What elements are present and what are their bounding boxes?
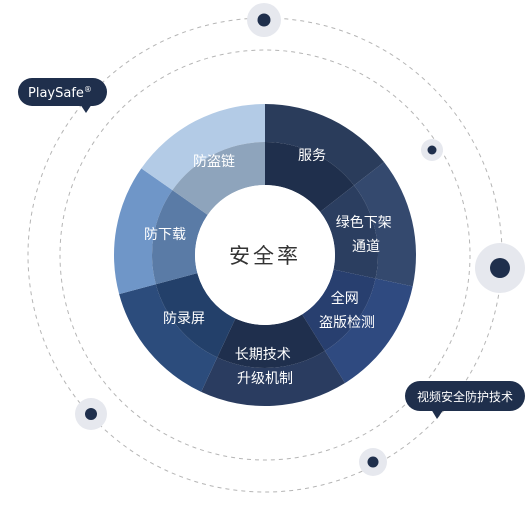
segment-label-fuwu: 服务	[298, 148, 326, 164]
segment-label-fangxia: 防下载	[144, 227, 186, 243]
orbit-node-top	[247, 3, 281, 37]
orbit-nodes	[75, 3, 525, 476]
video-protection-badge-text: 视频安全防护技术	[417, 389, 513, 404]
playsafe-badge-text: PlaySafe	[28, 86, 84, 101]
segment-label-quanwang: 全网 盗版检测	[319, 290, 375, 331]
donut-ring	[114, 104, 417, 407]
segment-inner-fangdao	[172, 142, 265, 215]
orbit-node-right-large	[475, 243, 525, 293]
segment-label-fanglu: 防录屏	[163, 311, 205, 327]
segment-inner-fangxia	[152, 190, 208, 285]
segment-inner-lvse	[320, 185, 378, 279]
center-label: 安全率	[229, 244, 301, 268]
segment-outer-fangdao	[141, 104, 265, 191]
segment-labels: 服务 绿色下架 通道 全网 盗版检测 长期技术 升级机制 防录屏 防下载 防盗链	[144, 148, 396, 387]
segment-inner-fuwu	[265, 142, 355, 212]
orbit-node-left	[75, 398, 107, 430]
orbit-node-right-small	[421, 139, 443, 161]
segment-inner-changqi	[217, 314, 325, 368]
segment-inner-fanglu	[155, 273, 236, 358]
segment-label-lvse: 绿色下架 通道	[336, 214, 396, 255]
orbit-node-bottom	[359, 448, 387, 476]
playsafe-badge: PlaySafe®	[18, 78, 107, 113]
segment-outer-fanglu	[119, 284, 218, 392]
orbit-ring-inner	[59, 49, 471, 461]
segment-inner-quanwang	[302, 269, 376, 351]
center-disc	[195, 185, 335, 325]
segment-label-changqi: 长期技术 升级机制	[235, 347, 295, 387]
playsafe-registered-mark: ®	[84, 85, 92, 94]
segment-label-fangdao: 防盗链	[193, 154, 235, 170]
segment-outer-lvse	[354, 162, 417, 287]
video-protection-badge: 视频安全防护技术	[405, 381, 525, 419]
svg-text:PlaySafe®: PlaySafe®	[28, 85, 92, 101]
segment-outer-quanwang	[324, 278, 413, 384]
segment-outer-changqi	[201, 350, 346, 407]
segment-outer-fangxia	[114, 168, 173, 295]
segment-outer-fuwu	[265, 104, 384, 186]
